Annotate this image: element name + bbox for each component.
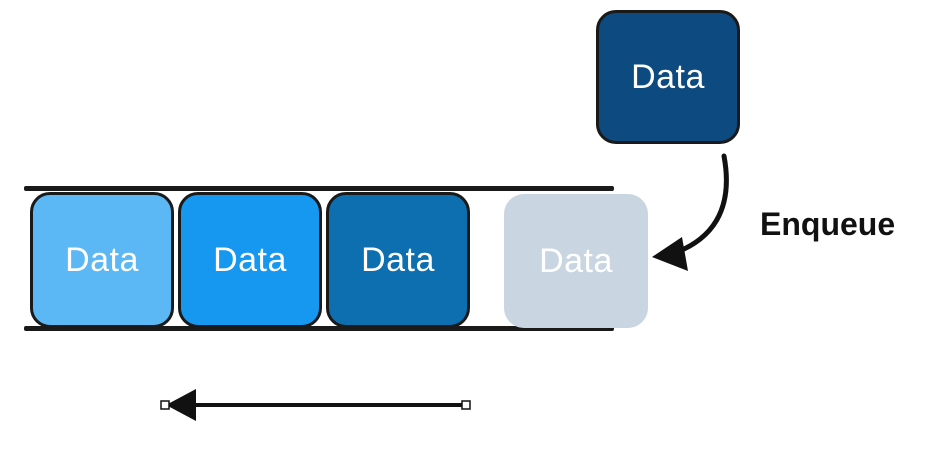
incoming-data-block-label: Data	[631, 57, 705, 96]
enqueue-target-slot: Data	[504, 194, 648, 328]
queue-block-2-label: Data	[213, 240, 287, 279]
queue-block-3: Data	[326, 192, 470, 328]
queue-top-rail	[24, 186, 614, 191]
queue-block-1: Data	[30, 192, 174, 328]
queue-bottom-rail	[24, 326, 614, 331]
enqueue-label: Enqueue	[760, 206, 896, 242]
queue-block-3-label: Data	[361, 240, 435, 279]
incoming-data-block: Data	[596, 10, 740, 144]
queue-block-2: Data	[178, 192, 322, 328]
enqueue-target-slot-label: Data	[539, 241, 613, 280]
queue-block-1-label: Data	[65, 240, 139, 279]
